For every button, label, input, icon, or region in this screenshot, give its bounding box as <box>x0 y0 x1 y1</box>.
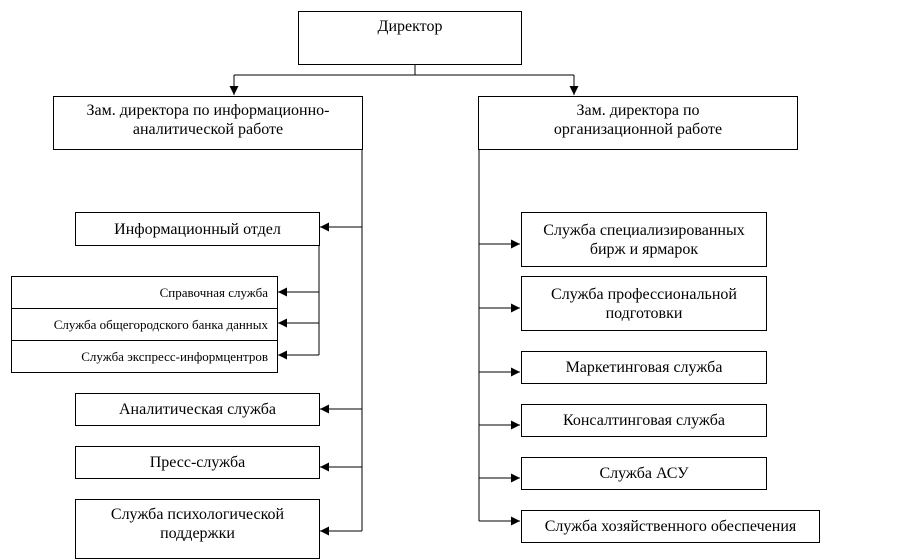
city-databank-service-box: Служба общегородского банка данных <box>11 308 278 341</box>
facilities-service-label: Служба хозяйственного обеспечения <box>544 518 797 535</box>
express-info-service-box: Служба экспресс-информцентров <box>11 340 278 373</box>
asu-service-label: Служба АСУ <box>599 465 689 482</box>
marketing-service-box: Маркетинговая служба <box>521 351 767 384</box>
exchanges-fairs-service-box: Служба специализированных бирж и ярмарок <box>521 212 767 267</box>
deputy-info-box: Зам. директора по информационно- аналити… <box>53 96 363 150</box>
asu-service-box: Служба АСУ <box>521 457 767 490</box>
reference-service-label: Справочная служба <box>159 284 268 300</box>
reference-service-box: Справочная служба <box>11 276 278 309</box>
consulting-service-box: Консалтинговая служба <box>521 404 767 437</box>
express-info-service-label: Служба экспресс-информцентров <box>81 348 268 364</box>
marketing-service-label: Маркетинговая служба <box>565 359 723 376</box>
analytic-service-box: Аналитическая служба <box>75 393 320 426</box>
city-databank-service-label: Служба общегородского банка данных <box>53 316 268 332</box>
consulting-service-label: Консалтинговая служба <box>562 412 725 429</box>
exchanges-fairs-service-label: Служба специализированных бирж и ярмарок <box>543 221 745 258</box>
deputy-org-label: Зам. директора по организационной работе <box>553 102 723 138</box>
press-service-box: Пресс-служба <box>75 446 320 479</box>
info-dept-box: Информационный отдел <box>75 212 320 246</box>
director-box: Директор <box>298 11 522 65</box>
psych-support-label: Служба психологической поддержки <box>110 506 285 542</box>
info-dept-label: Информационный отдел <box>114 220 281 238</box>
psych-support-box: Служба психологической поддержки <box>75 499 320 559</box>
press-service-label: Пресс-служба <box>149 454 246 471</box>
training-service-box: Служба профессиональной подготовки <box>521 276 767 331</box>
deputy-info-label: Зам. директора по информационно- аналити… <box>86 102 330 138</box>
facilities-service-box: Служба хозяйственного обеспечения <box>521 510 820 543</box>
analytic-service-label: Аналитическая служба <box>118 401 277 418</box>
training-service-label: Служба профессиональной подготовки <box>551 285 737 322</box>
deputy-org-box: Зам. директора по организационной работе <box>478 96 798 150</box>
director-label: Директор <box>377 18 443 35</box>
